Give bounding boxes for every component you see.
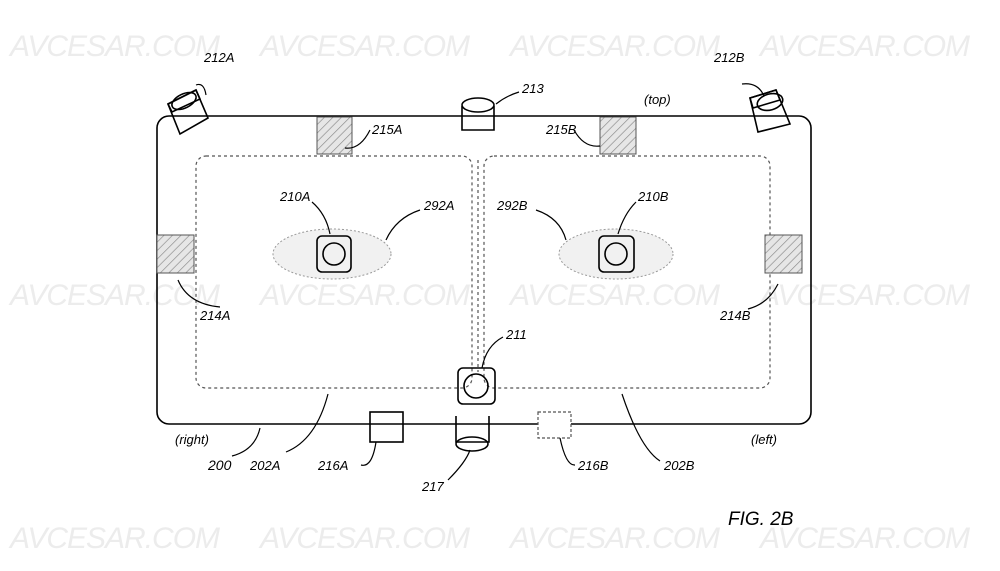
label-210b: 210B xyxy=(637,189,669,204)
watermark-text: AVCESAR.COM xyxy=(258,522,470,555)
watermark-text: AVCESAR.COM xyxy=(758,30,970,63)
label-212b: 212B xyxy=(713,50,745,65)
module-216a xyxy=(369,411,404,443)
watermark-text: AVCESAR.COM xyxy=(8,279,220,312)
module-216b xyxy=(537,411,572,439)
camera-217 xyxy=(455,416,490,452)
label-214b: 214B xyxy=(719,308,751,323)
eye-region-a xyxy=(272,228,392,280)
watermark-text: AVCESAR.COM xyxy=(8,522,220,555)
camera-212b xyxy=(749,89,792,133)
display-region-a xyxy=(195,155,473,389)
label-216b: 216B xyxy=(577,458,609,473)
watermark-text: AVCESAR.COM xyxy=(258,30,470,63)
watermark-text: AVCESAR.COM xyxy=(508,522,720,555)
sensor-211 xyxy=(457,367,496,405)
pad-215b xyxy=(599,116,637,155)
pad-214b xyxy=(764,234,803,274)
sensor-210b xyxy=(598,235,635,273)
watermark-text: AVCESAR.COM xyxy=(758,279,970,312)
label-217: 217 xyxy=(421,479,444,494)
watermark-text: AVCESAR.COM xyxy=(508,279,720,312)
label-202b: 202B xyxy=(663,458,695,473)
figure-label: FIG. 2B xyxy=(728,509,794,530)
label-211: 211 xyxy=(505,327,527,342)
label-213: 213 xyxy=(521,81,544,96)
label-200: 200 xyxy=(207,457,232,473)
watermark-text: AVCESAR.COM xyxy=(258,279,470,312)
sensor-210a xyxy=(316,235,352,273)
label-212a: 212A xyxy=(203,50,234,65)
label-215b: 215B xyxy=(545,122,577,137)
label-214a: 214A xyxy=(199,308,230,323)
label-292b: 292B xyxy=(496,198,528,213)
pad-215a xyxy=(316,116,353,155)
leader-lines xyxy=(177,83,779,481)
label-right: (right) xyxy=(175,432,209,447)
camera-212a xyxy=(166,88,210,136)
label-top: (top) xyxy=(644,92,671,107)
camera-213 xyxy=(461,97,495,131)
watermark-text: AVCESAR.COM xyxy=(8,30,220,63)
watermark-text: AVCESAR.COM xyxy=(508,30,720,63)
label-210a: 210A xyxy=(279,189,310,204)
display-region-b xyxy=(483,155,771,389)
watermark-text: AVCESAR.COM xyxy=(758,522,970,555)
label-202a: 202A xyxy=(249,458,280,473)
label-216a: 216A xyxy=(317,458,348,473)
label-292a: 292A xyxy=(423,198,454,213)
label-left: (left) xyxy=(751,432,777,447)
pad-214a xyxy=(156,234,195,274)
watermark-layer: AVCESAR.COM AVCESAR.COM AVCESAR.COM AVCE… xyxy=(8,30,971,555)
eye-region-b xyxy=(558,228,674,280)
label-215a: 215A xyxy=(371,122,402,137)
